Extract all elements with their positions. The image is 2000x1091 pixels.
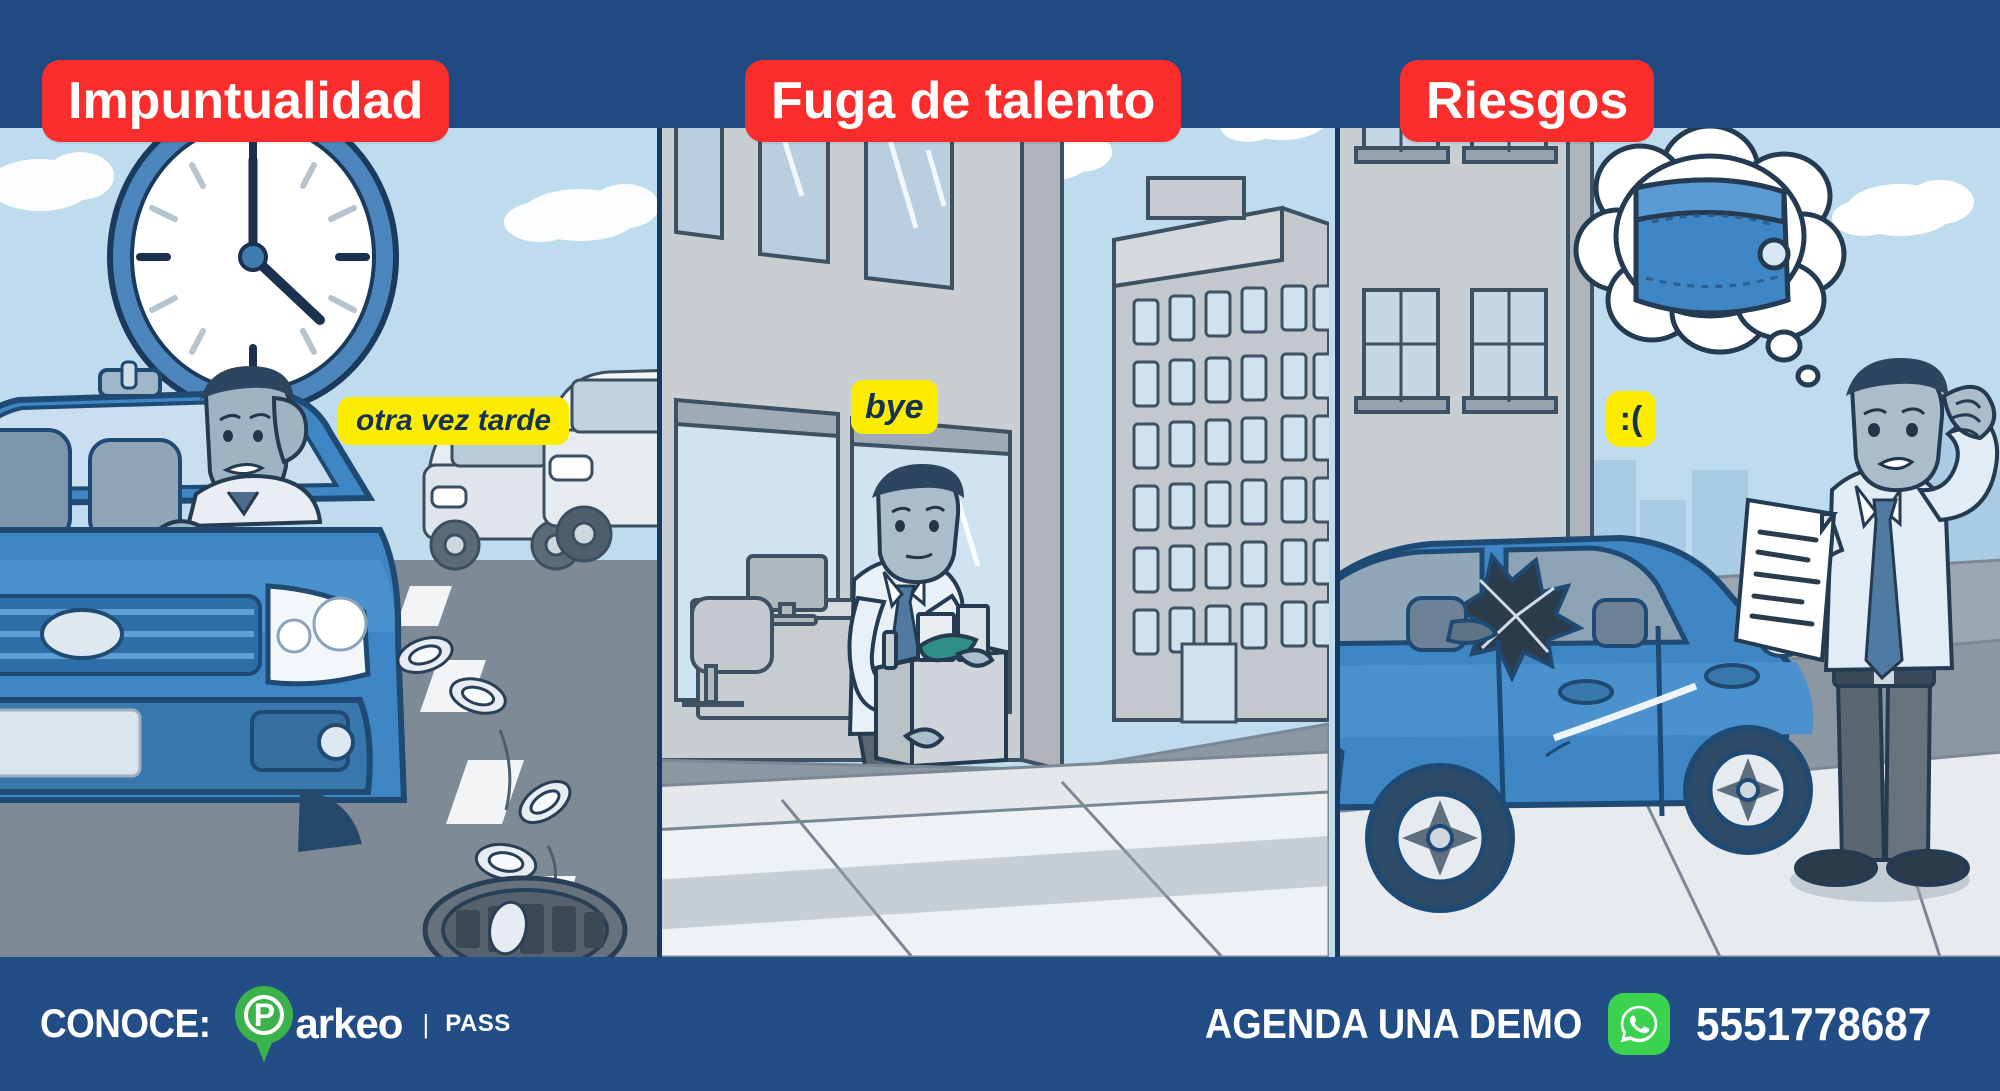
footer-bar: CONOCE: P arkeo | PASS AGENDA UNA DEMO 5… bbox=[0, 957, 2000, 1091]
footer-cta-group: AGENDA UNA DEMO 5551778687 bbox=[1163, 993, 1952, 1055]
pin-ring bbox=[244, 995, 285, 1035]
whatsapp-icon[interactable] bbox=[1608, 993, 1671, 1055]
phone-number[interactable]: 5551778687 bbox=[1696, 998, 1932, 1050]
scene-car-break-in bbox=[1340, 0, 2000, 957]
conoce-label: CONOCE: bbox=[40, 1001, 211, 1046]
panel-fuga-de-talento bbox=[656, 0, 1341, 957]
brand-name: arkeo bbox=[295, 1000, 403, 1047]
badge-riesgos: Riesgos bbox=[1400, 60, 1655, 142]
badge-impuntualidad: Impuntualidad bbox=[42, 60, 450, 142]
panel-row bbox=[0, 0, 2000, 957]
brand-suffix: PASS bbox=[445, 1010, 511, 1037]
note-sad-face: :( bbox=[1606, 391, 1656, 447]
scene-traffic-jam bbox=[0, 0, 657, 957]
parkeo-pin-icon: P bbox=[235, 986, 294, 1062]
brand-separator: | bbox=[422, 1008, 430, 1039]
cta-label: AGENDA UNA DEMO bbox=[1204, 1000, 1583, 1047]
note-otra-vez-tarde: otra vez tarde bbox=[338, 397, 570, 445]
scene-employee-leaving bbox=[661, 0, 1329, 957]
panel-impuntualidad bbox=[0, 0, 657, 957]
pin-letter: P bbox=[253, 997, 276, 1033]
panel-riesgos bbox=[1340, 0, 2000, 957]
footer-brand-group: CONOCE: P arkeo | PASS bbox=[40, 986, 511, 1062]
badge-fuga-de-talento: Fuga de talento bbox=[745, 60, 1182, 142]
note-bye: bye bbox=[851, 380, 938, 434]
